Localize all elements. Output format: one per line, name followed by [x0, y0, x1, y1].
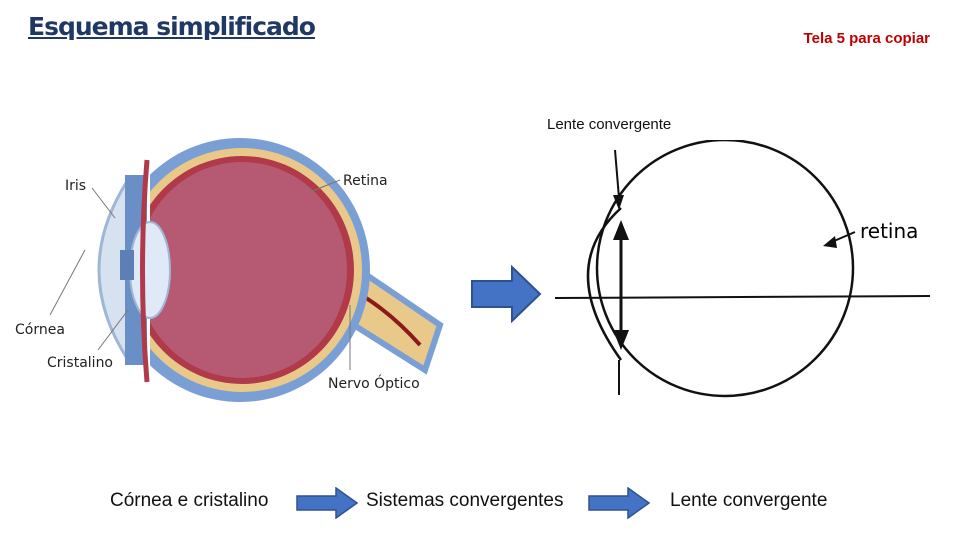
- flow-step-lente: Lente convergente: [670, 490, 827, 512]
- optical-axis: [555, 296, 930, 298]
- lens-caption: Lente convergente: [547, 116, 671, 133]
- flow-step-cornea-cristalino: Córnea e cristalino: [110, 490, 268, 512]
- flow-step-sistemas: Sistemas convergentes: [366, 490, 564, 512]
- eyeball-circle: [597, 140, 853, 396]
- slide-subtitle: Tela 5 para copiar: [804, 30, 930, 47]
- eye-anatomy-illustration: Iris Retina Córnea Cristalino Nervo Ópti…: [10, 130, 450, 420]
- label-optic-nerve: Nervo Óptico: [328, 374, 420, 392]
- flow-arrow-1: [296, 487, 358, 519]
- retina-label: retina: [860, 219, 918, 243]
- label-cornea: Córnea: [15, 322, 65, 338]
- flow-arrow-2: [588, 487, 650, 519]
- label-retina: Retina: [343, 173, 388, 189]
- label-cristalino: Cristalino: [47, 355, 113, 371]
- convergent-lens-schematic: retina: [555, 140, 940, 410]
- label-iris: Iris: [65, 178, 86, 194]
- slide-title: Esquema simplificado: [28, 12, 315, 41]
- crystalline-lens: [130, 222, 170, 318]
- transition-arrow: [470, 265, 542, 323]
